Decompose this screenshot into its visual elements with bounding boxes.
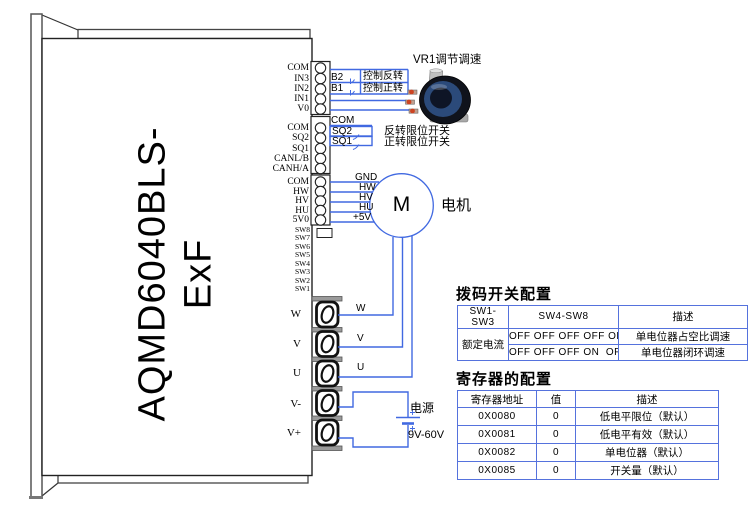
terminal-label: V+: [286, 427, 301, 439]
register-address: 0X0080: [457, 407, 537, 426]
pin-label: HW: [293, 186, 309, 197]
battery-icon: [396, 410, 420, 431]
phase-wiring: [338, 235, 413, 378]
dip-switch-label: SW8: [295, 224, 310, 234]
limit-switch-wiring: [329, 124, 373, 150]
motor-circle: [369, 173, 434, 238]
register-table-header: 值: [536, 390, 576, 408]
hall-wiring: [330, 181, 379, 223]
register-address: 0X0085: [457, 461, 537, 480]
dip-switch-label: SW6: [295, 241, 310, 251]
pin-label: CANL/B: [274, 153, 309, 164]
dip-switch-label: SW1: [295, 284, 310, 293]
sq1-description: 正转限位开关: [384, 136, 450, 148]
pin-label: SQ2: [292, 133, 309, 143]
pin-label: HU: [295, 205, 309, 216]
power-wiring: [338, 391, 420, 448]
phase-wire-label: W: [356, 302, 366, 314]
device-model-label: AQMD6040BLS-ExF: [131, 126, 220, 422]
dip-table-header: SW4-SW8: [508, 304, 619, 329]
dip-table-header: SW1-SW3: [457, 304, 509, 329]
sq1-label: SQ1: [332, 136, 353, 147]
register-value: 0: [536, 407, 576, 426]
hall-wire-label: +5V: [353, 211, 372, 223]
pin-label: IN2: [294, 84, 309, 94]
register-address: 0X0081: [457, 425, 537, 444]
dip-table-title: 拨码开关配置: [456, 286, 553, 303]
pin-label: COM: [287, 177, 309, 187]
com-wire-label: COM: [331, 115, 355, 126]
dip-switch-label: SW7: [295, 233, 310, 242]
b1-description: 控制正转: [363, 82, 403, 94]
device-outline: [29, 13, 313, 499]
dip-switch-label: SW2: [295, 275, 310, 285]
power-label: 电源: [410, 401, 435, 415]
potentiometer-photo: [405, 68, 471, 125]
phase-wire-label: V: [357, 332, 364, 344]
pin-label: SQ1: [292, 143, 309, 154]
terminal-blocks: [311, 296, 343, 451]
register-description: 低电平有效（默认）: [575, 425, 719, 444]
terminal-label: V-: [290, 397, 301, 410]
pin-label: IN1: [294, 94, 309, 104]
pin-label: HV: [295, 196, 309, 206]
register-value: 0: [536, 461, 576, 480]
terminal-label: U: [293, 367, 301, 379]
switch-icon: [352, 144, 360, 150]
dip-table-cell: OFF OFF OFF ON OFF: [508, 343, 619, 361]
dip-switch-label: SW4: [295, 258, 310, 268]
register-description: 单电位器（默认）: [575, 443, 719, 462]
pin-label: IN3: [294, 73, 309, 84]
pin-label: CANH/A: [272, 163, 309, 174]
sq2-label: SQ2: [332, 126, 353, 137]
pin-blocks: [310, 60, 333, 238]
pin-label: COM: [287, 63, 309, 73]
motor-symbol: M: [392, 193, 411, 216]
dip-table-header: 描述: [618, 304, 748, 329]
plus-icon: [410, 410, 415, 415]
b1-label: B1: [331, 83, 344, 94]
dip-table-cell: 单电位器闭环调速: [618, 343, 748, 361]
power-range-label: 9V-60V: [408, 428, 445, 441]
terminal-label: V: [293, 337, 301, 350]
pin-label: COM: [287, 123, 309, 133]
hall-wire-label: GND: [355, 171, 378, 183]
dip-table-cell: 额定电流: [457, 327, 509, 361]
register-table-title: 寄存器的配置: [456, 371, 553, 388]
motor-label: 电机: [441, 196, 472, 214]
plus-icon: [410, 426, 415, 431]
sq2-description: 反转限位开关: [384, 125, 450, 137]
b2-label: B2: [331, 71, 344, 83]
register-description: 开关量（默认）: [575, 461, 719, 480]
hall-wire-label: HW: [359, 181, 376, 193]
register-description: 低电平限位（默认）: [575, 407, 719, 426]
b2-description: 控制反转: [363, 71, 403, 82]
register-table-header: 寄存器地址: [457, 390, 537, 408]
register-table-header: 描述: [575, 390, 719, 408]
terminal-label: W: [290, 308, 301, 320]
phase-wire-label: U: [357, 361, 365, 373]
pin-label: V0: [297, 104, 309, 114]
register-value: 0: [536, 443, 576, 462]
hall-wire-label: HU: [359, 201, 374, 213]
hall-wire-label: HV: [359, 191, 373, 203]
dip-switch-label: SW5: [295, 250, 310, 259]
vr1-label: VR1调节调速: [413, 53, 482, 66]
switch-icon: [350, 90, 355, 96]
dip-table-cell: OFF OFF OFF OFF OFF: [508, 327, 619, 345]
register-address: 0X0082: [457, 443, 537, 462]
switch-icon: [350, 78, 355, 84]
pin-label: 5V0: [292, 215, 309, 225]
dip-switch-table: SW1-SW3 SW4-SW8 描述 额定电流 OFF OFF OFF OFF …: [457, 304, 748, 361]
register-table: 寄存器地址 值 描述 0X0080 0 低电平限位（默认） 0X0081 0 低…: [457, 390, 719, 480]
dip-table-cell: 单电位器占空比调速: [618, 327, 748, 345]
switch-icon: [352, 134, 360, 140]
register-value: 0: [536, 425, 576, 444]
dip-switch-label: SW3: [295, 267, 310, 276]
